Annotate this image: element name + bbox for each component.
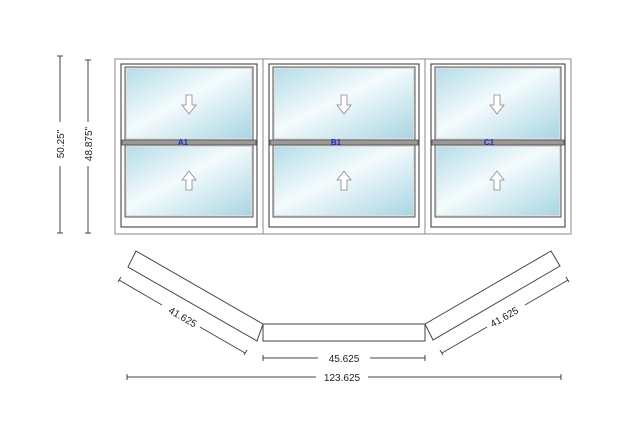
right-flanker-dimension [439,276,570,356]
arrow-down-icon [489,94,505,115]
arrow-up-icon [489,170,505,191]
overall-height-label: 50.25" [56,129,67,158]
left-flanker-plan [127,250,264,342]
unit-label-c1: C1 [484,138,495,147]
frame-height-label: 48.875" [84,126,95,161]
unit-label-a1: A1 [178,138,189,147]
arrow-up-icon [336,170,352,191]
unit-label-b1: B1 [331,138,342,147]
overall-width-dimension [126,374,562,380]
right-flanker-label: 41.625 [489,305,521,330]
window-unit-c1[interactable]: C1 [424,58,572,235]
center-dimension [262,355,426,361]
frame-height-dimension [85,59,91,234]
window-unit-b1[interactable]: B1 [262,58,426,235]
left-flanker-dimension [117,276,248,356]
plan-view [127,250,561,342]
left-flanker-label: 41.625 [166,305,198,330]
arrow-up-icon [181,170,197,191]
overall-height-dimension [57,55,63,234]
right-flanker-plan [424,250,561,341]
arrow-down-icon [181,94,197,115]
window-unit-a1[interactable]: A1 [114,58,264,235]
center-width-label: 45.625 [329,354,360,365]
arrow-down-icon [336,94,352,115]
center-unit-plan [262,323,426,342]
overall-width-label: 123.625 [324,373,361,384]
